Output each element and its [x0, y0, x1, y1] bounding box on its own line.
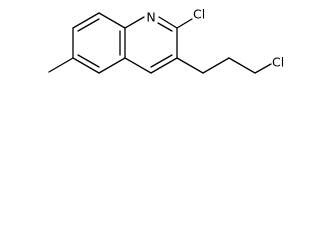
methyl-bond	[48, 57, 74, 73]
ring-chloro-bond	[176, 18, 193, 29]
double-bond-inner	[77, 54, 100, 68]
bond	[98, 12, 126, 29]
bond	[228, 57, 256, 74]
bond	[72, 12, 100, 29]
bond	[254, 63, 272, 74]
benzene-ring	[72, 12, 126, 74]
bond	[176, 57, 204, 74]
bond	[72, 57, 100, 74]
bond	[124, 16, 145, 29]
double-bond-inner	[157, 22, 173, 32]
bond	[202, 57, 230, 74]
double-bond-inner	[77, 18, 100, 32]
chemical-structure-diagram: N Cl Cl	[48, 7, 284, 74]
double-bond-inner	[150, 54, 173, 68]
bond	[150, 57, 178, 74]
bond	[158, 16, 178, 29]
bond	[124, 57, 152, 74]
nitrogen-atom-label: N	[146, 10, 155, 25]
bond	[98, 57, 126, 74]
chain-chlorine-atom-label: Cl	[272, 55, 284, 70]
pyridine-ring	[124, 16, 178, 74]
ring-chlorine-atom-label: Cl	[193, 7, 205, 22]
propyl-chain	[176, 57, 272, 74]
